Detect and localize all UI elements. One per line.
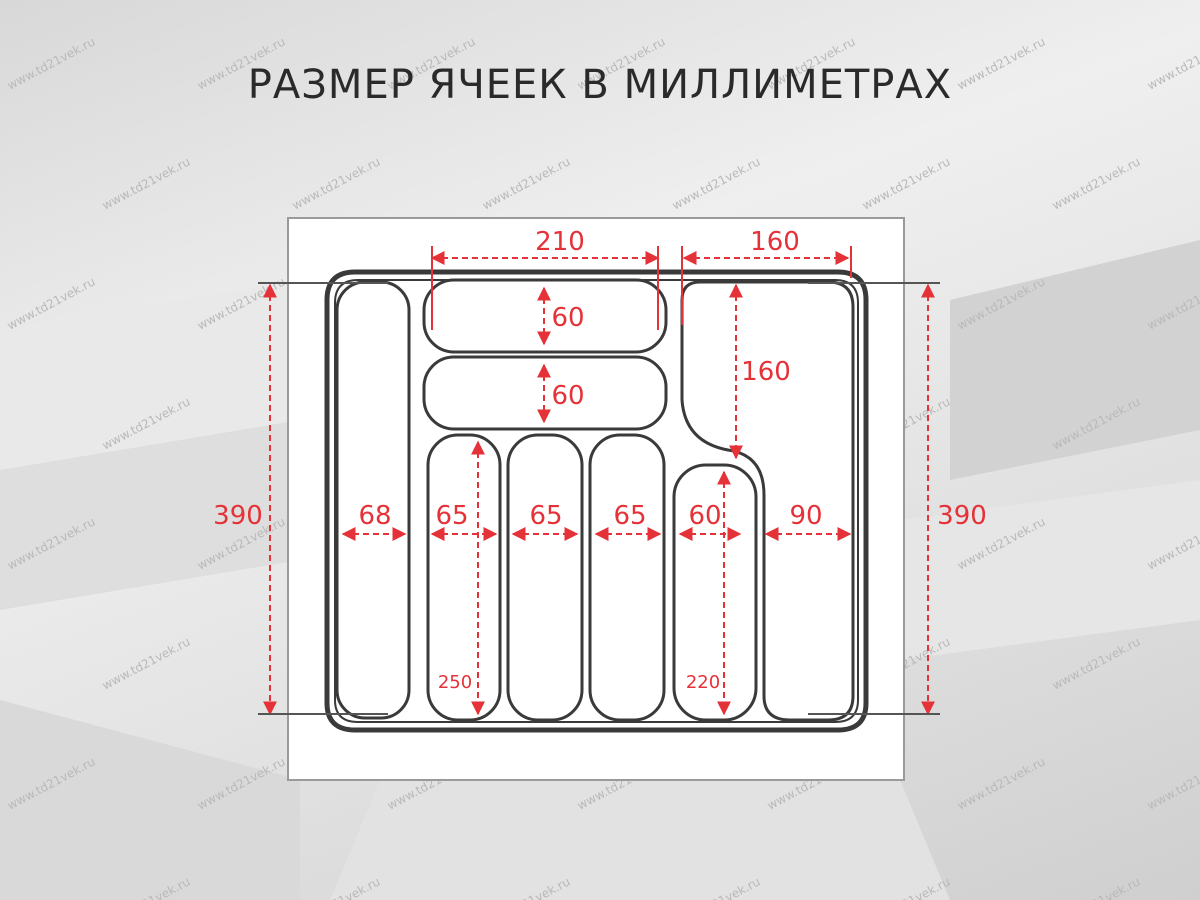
label-65-a: 65 bbox=[435, 501, 468, 531]
tray-drawing bbox=[324, 269, 869, 733]
label-65-c: 65 bbox=[613, 501, 646, 531]
label-210: 210 bbox=[535, 227, 585, 257]
label-250: 250 bbox=[438, 672, 472, 693]
label-390-left: 390 bbox=[213, 501, 263, 531]
cell-top-slot-1 bbox=[422, 278, 668, 354]
cell-top-slot-2 bbox=[422, 355, 668, 431]
cell-65-c bbox=[588, 433, 666, 722]
label-65-b: 65 bbox=[529, 501, 562, 531]
label-160-top: 160 bbox=[750, 227, 800, 257]
dimension-labels: 210 160 60 60 160 390 390 68 65 65 65 60… bbox=[213, 227, 987, 693]
cell-65-a bbox=[426, 433, 502, 722]
label-220: 220 bbox=[686, 672, 720, 693]
cell-right-90 bbox=[680, 280, 855, 722]
dimension-lines bbox=[258, 246, 940, 716]
label-390-right: 390 bbox=[937, 501, 987, 531]
tray-inner-outline bbox=[334, 279, 859, 723]
tray-outer-outline bbox=[324, 269, 869, 733]
label-90: 90 bbox=[789, 501, 822, 531]
cell-60 bbox=[672, 463, 758, 722]
label-160-right: 160 bbox=[741, 357, 791, 387]
label-60-slot-1: 60 bbox=[551, 303, 584, 333]
label-60-cell: 60 bbox=[688, 501, 721, 531]
page-title: РАЗМЕР ЯЧЕЕК В МИЛЛИМЕТРАХ bbox=[247, 62, 953, 108]
diagram-panel bbox=[287, 217, 905, 781]
cell-65-b bbox=[506, 433, 584, 722]
label-60-slot-2: 60 bbox=[551, 381, 584, 411]
label-68: 68 bbox=[358, 501, 391, 531]
